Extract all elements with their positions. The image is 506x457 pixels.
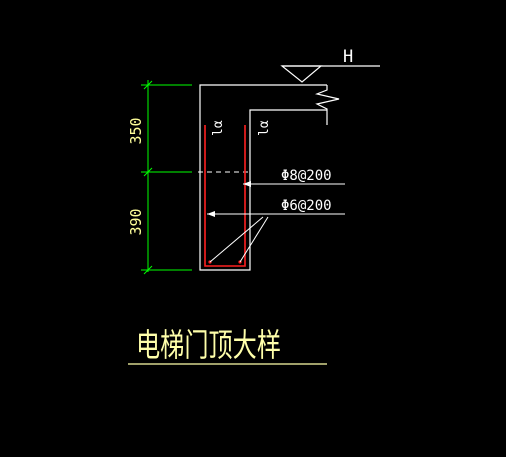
dimension-tick-bottom (143, 265, 153, 275)
leader-lower-arrow (207, 211, 215, 217)
leader-lower-diagonal-left (209, 216, 264, 263)
rebar-points (208, 260, 242, 264)
leaders (207, 183, 345, 263)
anchorage-label-left: lα (211, 120, 226, 136)
leader-upper-arrow (243, 181, 251, 187)
rebar (204, 125, 246, 267)
dimension-tick-top (143, 80, 153, 90)
elevation-triangle (280, 65, 323, 83)
break-line (314, 85, 340, 125)
dimension-upper-text: 350 (127, 117, 145, 144)
leader-lower-diagonal-right (239, 216, 269, 263)
dimension-lower-text: 390 (127, 208, 145, 235)
rebar-label-upper: Φ8@200 (281, 168, 332, 184)
rebar-label-lower: Φ6@200 (281, 198, 332, 214)
drawing-title: 电梯门顶大样 (136, 326, 281, 364)
dimension-tick-mid (143, 167, 153, 177)
elevation-label: H (343, 47, 353, 67)
rebar-stirrup (204, 125, 246, 267)
concrete-outline (199, 84, 340, 271)
dimension-lines (141, 80, 192, 275)
anchorage-label-right: lα (257, 120, 272, 136)
beam-outline (199, 84, 327, 271)
elevation-marker: H (280, 47, 380, 83)
